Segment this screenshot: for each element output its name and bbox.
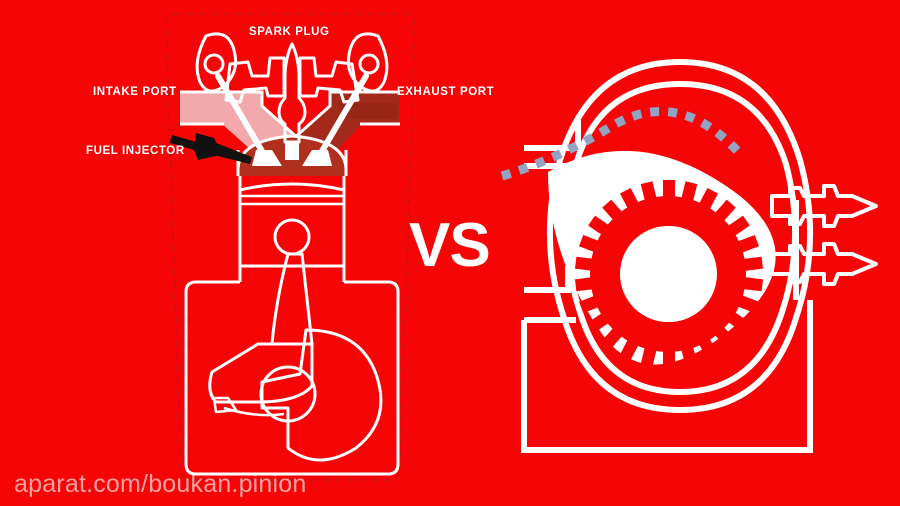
gear-tooth [619,338,639,361]
gear-tooth [699,187,719,210]
crank-oil-tab [212,396,238,414]
leading-spark-plug [770,184,878,228]
watermark-text: aparat.com/boukan.pinion [14,470,307,498]
crankshaft-main-journal [259,365,317,423]
gear-tooth [588,312,610,333]
gear-tooth [588,215,610,236]
cylinder-envelope-guide [164,13,417,481]
label-intake-port: INTAKE PORT [93,86,177,98]
crankshaft-counterweight [260,328,383,462]
gear-tooth [714,199,736,222]
gear-tooth [714,326,736,349]
label-spark-plug: SPARK PLUG [249,26,330,38]
leading-spark-plug-outline [770,184,878,228]
gear-tooth [619,187,639,210]
intake-valve-head [252,150,282,166]
exhaust-camshaft-bore [358,53,380,75]
eccentric-shaft-bore [621,226,717,322]
ring-gear-teeth [574,180,764,368]
combustion-chamber-outline [236,134,348,169]
gear-tooth [737,295,760,313]
gear-tooth [681,181,698,202]
fuel-injector-body [194,133,218,160]
gear-tooth [663,180,675,198]
gear-tooth [743,277,764,292]
fuel-injector-nozzle [214,143,252,164]
intake-port-outline [180,90,302,142]
ring-gear-annulus [590,196,746,352]
label-fuel-injector: FUEL INJECTOR [86,145,185,157]
vs-label: VS [409,211,491,280]
trailing-spark-plug [770,242,878,286]
rotary-frame-mid-left [524,266,571,293]
exhaust-valve-stem [315,73,369,161]
gear-tooth [728,312,750,333]
rotor-housing-outer [546,58,814,414]
gear-tooth [602,326,624,349]
gear-tooth [699,338,719,361]
piston-crown [238,176,346,192]
gear-tooth [640,346,657,367]
gear-tooth [574,256,595,271]
crank-arm-lower-edge [223,406,285,417]
rotary-frame-base [521,300,813,453]
exhaust-port-outline [290,90,400,142]
intake-camshaft-bore [203,53,225,75]
trailing-spark-plug-outline [770,242,878,286]
internal-ring-gear [574,180,764,368]
gear-tooth [737,235,760,253]
gear-tooth [578,295,601,313]
gear-tooth [728,215,750,236]
spark-plug-electrode [285,142,299,160]
gear-tooth [640,181,657,202]
gear-tooth [681,346,698,367]
label-exhaust-port: EXHAUST PORT [397,86,495,98]
gear-tooth [602,199,624,222]
exhaust-valve-head [302,150,332,166]
gear-tooth [663,350,675,368]
intake-valve-stem [215,73,269,161]
gear-tooth [578,235,601,253]
crank-arm [208,342,314,404]
crankcase-outline [184,280,400,476]
gear-tooth [574,277,595,292]
gear-tooth [743,256,764,271]
exhaust-port-shading [337,103,397,119]
rotor-path-trace [500,107,746,181]
